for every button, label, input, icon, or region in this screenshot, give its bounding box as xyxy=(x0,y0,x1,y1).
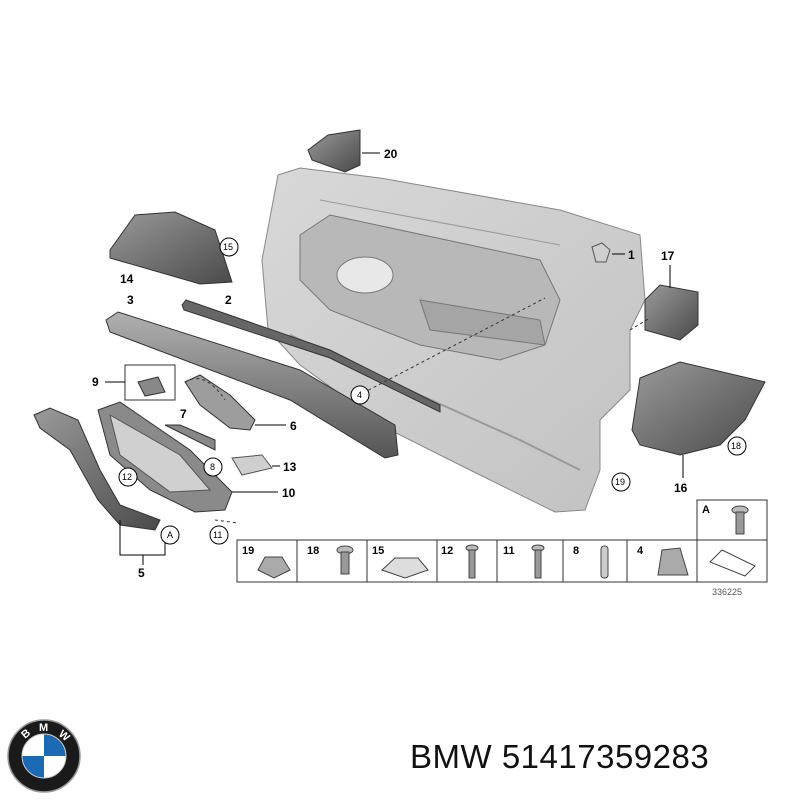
screw-icon-12 xyxy=(465,544,479,579)
callout-6: 6 xyxy=(290,419,297,433)
legend-label-18: 18 xyxy=(307,545,319,557)
callout-16: 16 xyxy=(674,481,688,495)
legend-label-A: A xyxy=(702,504,710,516)
callout-circle-15: 15 xyxy=(219,237,239,257)
callout-2: 2 xyxy=(225,293,232,307)
part-9-box xyxy=(105,364,176,401)
fastener-icons xyxy=(257,505,756,579)
callout-17: 17 xyxy=(661,249,675,263)
callout-5: 5 xyxy=(138,566,145,580)
callout-circle-4: 4 xyxy=(350,385,370,405)
screw-icon-11 xyxy=(531,544,545,579)
callout-10: 10 xyxy=(282,486,296,500)
callout-20: 20 xyxy=(384,147,398,161)
trim-part-13 xyxy=(231,454,280,476)
switch-panel-part-10 xyxy=(97,401,278,513)
bracket-part-20 xyxy=(307,129,380,173)
bmw-logo-icon: B M W xyxy=(7,719,81,793)
drawing-number: 336225 xyxy=(712,587,742,597)
callout-circle-19: 19 xyxy=(611,472,631,492)
svg-text:M: M xyxy=(39,722,48,734)
pocket-part-16 xyxy=(631,361,766,478)
svg-text:A: A xyxy=(167,530,173,540)
screw-icon-A xyxy=(731,505,749,535)
bracket-icon-A xyxy=(709,549,756,577)
callout-13: 13 xyxy=(283,460,297,474)
cover-part-14 xyxy=(109,211,233,285)
legend-label-11: 11 xyxy=(503,545,515,557)
callout-circle-11: 11 xyxy=(209,525,229,545)
legend-label-4: 4 xyxy=(637,545,644,557)
grab-handle-part-5 xyxy=(33,407,166,565)
legend-label-15: 15 xyxy=(372,545,384,557)
callout-14: 14 xyxy=(120,272,134,286)
svg-text:15: 15 xyxy=(223,242,233,252)
callout-7: 7 xyxy=(180,407,187,421)
callout-1: 1 xyxy=(628,248,635,262)
callout-labels: 20 1 17 14 3 2 9 7 6 13 10 16 5 15 4 8 1… xyxy=(92,147,747,580)
clip-icon-15 xyxy=(381,557,429,579)
trim-part-7 xyxy=(164,424,216,451)
clip-part-1 xyxy=(591,242,625,263)
clip-icon-4 xyxy=(657,547,689,576)
fastener-legend-labels: A 19 18 15 12 11 8 4 336225 xyxy=(242,504,742,597)
part-caption: BMW 51417359283 xyxy=(410,738,709,776)
dashed-leaders xyxy=(184,297,651,524)
trim-strip-part-3 xyxy=(105,311,399,459)
nut-icon-19 xyxy=(257,556,291,579)
svg-text:19: 19 xyxy=(615,477,625,487)
part-number: 51417359283 xyxy=(501,738,710,775)
brand-name: BMW xyxy=(410,738,493,775)
trim-part-6 xyxy=(184,374,286,431)
screw-icon-18 xyxy=(336,545,354,575)
callout-circle-12: 12 xyxy=(118,467,138,487)
fastener-legend xyxy=(236,499,768,583)
svg-text:18: 18 xyxy=(731,441,741,451)
svg-text:11: 11 xyxy=(213,530,222,540)
svg-text:12: 12 xyxy=(122,472,132,482)
callout-9: 9 xyxy=(92,375,99,389)
switch-part-17 xyxy=(644,265,699,341)
svg-text:8: 8 xyxy=(210,462,215,472)
thin-strip-part-2 xyxy=(181,299,441,413)
callout-3: 3 xyxy=(127,293,134,307)
legend-label-12: 12 xyxy=(441,545,453,557)
legend-label-8: 8 xyxy=(573,545,579,557)
door-trim-panel xyxy=(261,167,646,513)
callout-circle-8: 8 xyxy=(203,457,223,477)
legend-label-19: 19 xyxy=(242,545,254,557)
pin-icon-8 xyxy=(600,545,609,579)
callout-circle-A: A xyxy=(160,525,180,545)
svg-text:4: 4 xyxy=(357,390,362,400)
callout-circle-18: 18 xyxy=(727,436,747,456)
